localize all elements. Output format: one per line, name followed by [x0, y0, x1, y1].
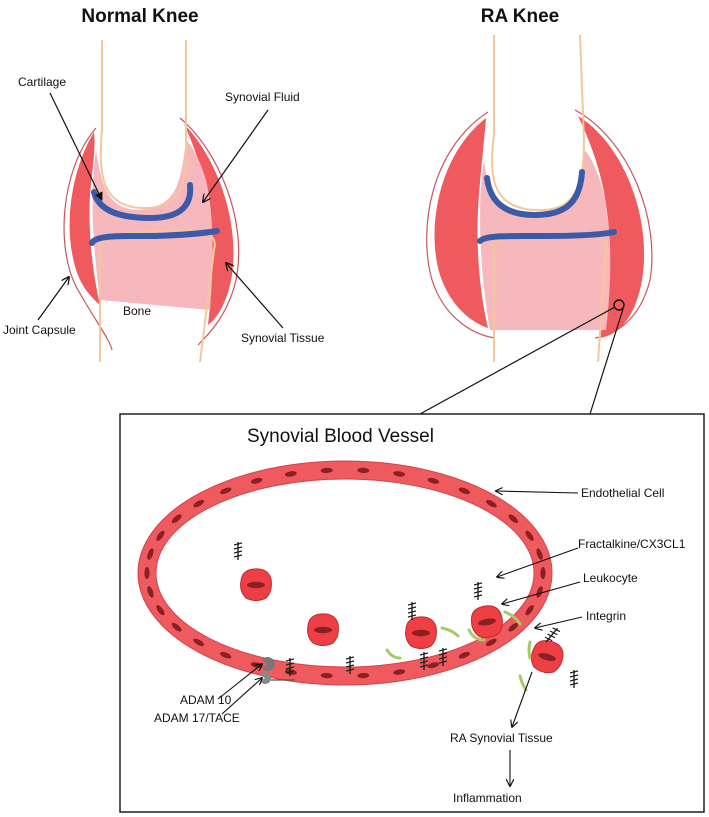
endothelial-nucleus: [320, 467, 333, 474]
normal-synovial-tissue-left: [69, 132, 100, 305]
endothelial-nucleus: [458, 651, 470, 659]
endothelial-nucleus: [320, 672, 333, 679]
endothelial-nucleus: [156, 530, 165, 541]
normal-synovial-fluid: [92, 140, 213, 310]
ra-zoom-circle: [613, 299, 625, 311]
inflammation-label: Inflammation: [453, 791, 522, 805]
endothelial-cell-arrow: [496, 491, 579, 493]
ra-femur: [491, 34, 586, 212]
leukocyte-2: [307, 613, 339, 646]
fractalkine-arrow: [497, 547, 579, 577]
ra-synovial-tissue-label: RA Synovial Tissue: [450, 731, 553, 745]
endothelial-cell-label: Endothelial Cell: [581, 486, 664, 500]
ra-synovial-tissue-right: [578, 116, 645, 338]
synovial-fluid-label: Synovial Fluid: [225, 90, 300, 104]
endothelial-nucleus: [284, 471, 297, 477]
normal-cartilage-lower: [89, 228, 220, 246]
normal-knee: [63, 40, 240, 363]
adam17-arrow: [221, 678, 262, 715]
endothelial-nucleus: [357, 672, 370, 679]
endothelial-nucleus: [393, 471, 406, 477]
cartilage-label: Cartilage: [18, 75, 66, 89]
ra-cartilage-upper: [484, 169, 585, 219]
synovial-tissue-arrow: [226, 263, 284, 329]
endothelial-nucleus: [427, 477, 440, 484]
endothelial-nucleus: [220, 651, 232, 659]
leukocyte-label: Leukocyte: [583, 571, 638, 585]
endothelial-nucleus: [193, 638, 205, 647]
normal-femur: [99, 40, 188, 210]
adam10-arrow: [217, 664, 262, 700]
endothelial-nucleus: [485, 638, 497, 647]
joint-capsule-label: Joint Capsule: [3, 323, 76, 337]
leukocyte-3: [405, 616, 437, 649]
zoom-line-left: [419, 306, 616, 415]
adam10-protease: [262, 657, 275, 671]
integrin-label: Integrin: [586, 609, 626, 623]
endothelial-nucleus: [536, 548, 543, 560]
vessel-panel-title: Synovial Blood Vessel: [247, 426, 434, 447]
endothelial-nucleus: [357, 467, 370, 474]
endothelial-nucleus: [171, 514, 182, 524]
ra-cartilage-lower: [477, 229, 617, 244]
joint-capsule-arrow: [37, 277, 69, 321]
endothelial-nucleus: [508, 622, 519, 632]
vessel-wall-outer-edge: [137, 460, 553, 686]
endothelial-nucleus: [485, 499, 497, 508]
synovial-tissue-label: Synovial Tissue: [241, 331, 325, 345]
normal-knee-title: Normal Knee: [81, 6, 198, 27]
ra-synovial-arrow: [512, 671, 533, 727]
cartilage-arrow: [49, 92, 103, 201]
endothelial-nucleus: [147, 586, 154, 598]
endothelial-nucleus: [393, 669, 406, 675]
vessel-wall-inner-edge: [155, 478, 535, 668]
endothelial-nucleus: [427, 662, 440, 669]
endothelial-nucleus: [508, 514, 519, 524]
endothelial-nucleus: [536, 586, 543, 598]
endothelial-nucleus: [193, 499, 205, 508]
ra-synovial-tissue-left: [434, 118, 488, 328]
endothelial-nucleus: [144, 567, 150, 579]
integrin-arrow: [535, 616, 583, 628]
adam17-label: ADAM 17/TACE: [154, 711, 240, 725]
normal-cartilage-upper: [91, 182, 194, 222]
leukocyte-arrow: [502, 581, 581, 604]
endothelial-nucleus: [525, 605, 534, 616]
endothelial-nucleus: [147, 548, 154, 560]
endothelial-nucleus: [156, 605, 165, 616]
normal-joint-capsule: [63, 117, 240, 351]
endothelial-nucleus: [250, 477, 263, 484]
endothelial-nucleus: [540, 567, 546, 579]
leukocyte-1: [240, 568, 272, 601]
endothelial-nucleus: [525, 530, 534, 541]
ra-knee-title: RA Knee: [481, 6, 559, 27]
fractalkine-label: Fractalkine/CX3CL1: [578, 537, 686, 551]
zoom-line-right: [589, 308, 624, 415]
normal-tibia: [98, 229, 216, 363]
endothelial-nucleus: [220, 487, 232, 495]
bone-label: Bone: [123, 304, 151, 318]
ra-knee: [419, 34, 653, 415]
endothelial-nucleus: [458, 487, 470, 495]
adam10-label: ADAM 10: [180, 693, 232, 707]
synovial-fluid-arrow: [203, 109, 269, 202]
endothelial-nucleus: [171, 622, 182, 632]
normal-synovial-tissue-right: [184, 124, 234, 325]
